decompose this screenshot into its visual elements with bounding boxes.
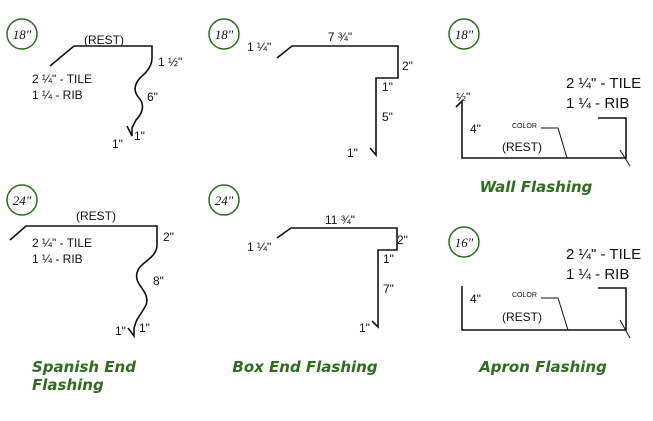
dimension-top: 7 ¾" bbox=[328, 30, 352, 44]
rib-label: 1 ¼ - RIB bbox=[32, 252, 83, 266]
color-label: COLOR bbox=[512, 123, 537, 130]
dimension-side: 8" bbox=[153, 274, 164, 288]
gauge-label: 18" bbox=[215, 27, 234, 42]
gauge-badge: 18" bbox=[6, 18, 38, 50]
dimension-side-2: 1" bbox=[383, 252, 394, 266]
rest-label: (REST) bbox=[502, 310, 542, 324]
rest-label: (REST) bbox=[76, 209, 116, 223]
gauge-badge: 24" bbox=[6, 184, 38, 216]
dimension-height: 4" bbox=[470, 292, 481, 306]
dimension-bottom: 1" bbox=[359, 321, 370, 335]
gauge-badge-ring bbox=[448, 226, 480, 258]
color-leader bbox=[541, 297, 569, 331]
dimension-hem-left: 1" bbox=[112, 137, 123, 151]
dimension-side-3: 5" bbox=[382, 110, 393, 124]
rib-label: 1 ¼ - RIB bbox=[566, 266, 629, 283]
dimension-hem: 1 ¼" bbox=[247, 40, 271, 54]
wall-flashing-18-diagram: 18" ½" 4" COLOR (REST) 2 ¼" - TILE 1 ¼ -… bbox=[448, 18, 641, 167]
flashing-profile bbox=[49, 45, 153, 137]
box-end-18-diagram: 18" 1 ¼" 7 ¾" 2" 1" 5" 1" bbox=[208, 18, 413, 160]
color-leader bbox=[541, 127, 568, 159]
tile-label: 2 ¼" - TILE bbox=[566, 75, 641, 92]
gauge-label: 16" bbox=[455, 235, 474, 250]
flashing-profile bbox=[276, 45, 399, 158]
dimension-height: 4" bbox=[470, 122, 481, 136]
dimension-hem: 1 ¼" bbox=[247, 240, 271, 254]
dimension-half: ½" bbox=[456, 90, 470, 104]
dimension-hem-left: 1" bbox=[115, 324, 126, 338]
rib-label: 1 ¼ - RIB bbox=[32, 88, 83, 102]
hem-tick bbox=[619, 319, 631, 339]
color-label: COLOR bbox=[512, 292, 537, 299]
gauge-label: 18" bbox=[455, 27, 474, 42]
rest-label: (REST) bbox=[84, 33, 124, 47]
rib-label: 1 ¼ - RIB bbox=[566, 95, 629, 112]
gauge-badge: 16" bbox=[448, 226, 480, 258]
tile-label: 2 ¼" - TILE bbox=[32, 236, 92, 250]
tile-label: 2 ¼" - TILE bbox=[32, 72, 92, 86]
gauge-label: 18" bbox=[13, 27, 32, 42]
dimension-bottom: 1" bbox=[347, 146, 358, 160]
gauge-badge: 24" bbox=[208, 184, 240, 216]
spanish-end-caption-line-2: Flashing bbox=[32, 376, 104, 394]
dimension-top: 2" bbox=[163, 230, 174, 244]
hem-tick bbox=[619, 149, 631, 167]
gauge-badge: 18" bbox=[448, 18, 480, 50]
flashing-profile bbox=[461, 286, 627, 331]
spanish-end-18-diagram: 18" (REST) 1 ½" 2 ¼" - TILE 1 ¼ - RIB 6"… bbox=[6, 18, 182, 151]
wall-flashing-caption: Wall Flashing bbox=[480, 178, 593, 196]
flashing-profile bbox=[9, 225, 158, 339]
dimension-hem-right: 1" bbox=[134, 129, 145, 143]
dimension-side-3: 7" bbox=[383, 282, 394, 296]
dimension-top: 1 ½" bbox=[158, 55, 182, 69]
dimension-hem-right: 1" bbox=[139, 321, 150, 335]
dimension-side-1: 2" bbox=[402, 59, 413, 73]
dimension-side-2: 1" bbox=[382, 80, 393, 94]
apron-flashing-16-diagram: 16" 4" COLOR (REST) 2 ¼" - TILE 1 ¼ - RI… bbox=[448, 226, 641, 339]
dimension-side-1: 2" bbox=[397, 233, 408, 247]
gauge-label: 24" bbox=[215, 193, 234, 208]
spanish-end-caption-line-1: Spanish End bbox=[32, 358, 136, 376]
apron-flashing-caption: Apron Flashing bbox=[478, 358, 607, 376]
box-end-24-diagram: 24" 1 ¼" 11 ¾" 2" 1" 7" 1" bbox=[208, 184, 408, 335]
gauge-badge-ring bbox=[448, 18, 480, 50]
flashing-profile bbox=[455, 99, 627, 159]
gauge-label: 24" bbox=[13, 193, 32, 208]
gauge-badge-ring bbox=[6, 18, 38, 50]
spanish-end-24-diagram: 24" (REST) 2" 2 ¼" - TILE 1 ¼ - RIB 8" 1… bbox=[6, 184, 174, 339]
gauge-badge-ring bbox=[208, 18, 240, 50]
gauge-badge: 18" bbox=[208, 18, 240, 50]
gauge-badge-ring bbox=[6, 184, 38, 216]
dimension-top: 11 ¾" bbox=[325, 213, 355, 227]
flashing-profile bbox=[276, 227, 398, 329]
gauge-badge-ring bbox=[208, 184, 240, 216]
rest-label: (REST) bbox=[502, 140, 542, 154]
dimension-side: 6" bbox=[147, 90, 158, 104]
box-end-caption: Box End Flashing bbox=[232, 358, 377, 376]
tile-label: 2 ¼" - TILE bbox=[566, 246, 641, 263]
